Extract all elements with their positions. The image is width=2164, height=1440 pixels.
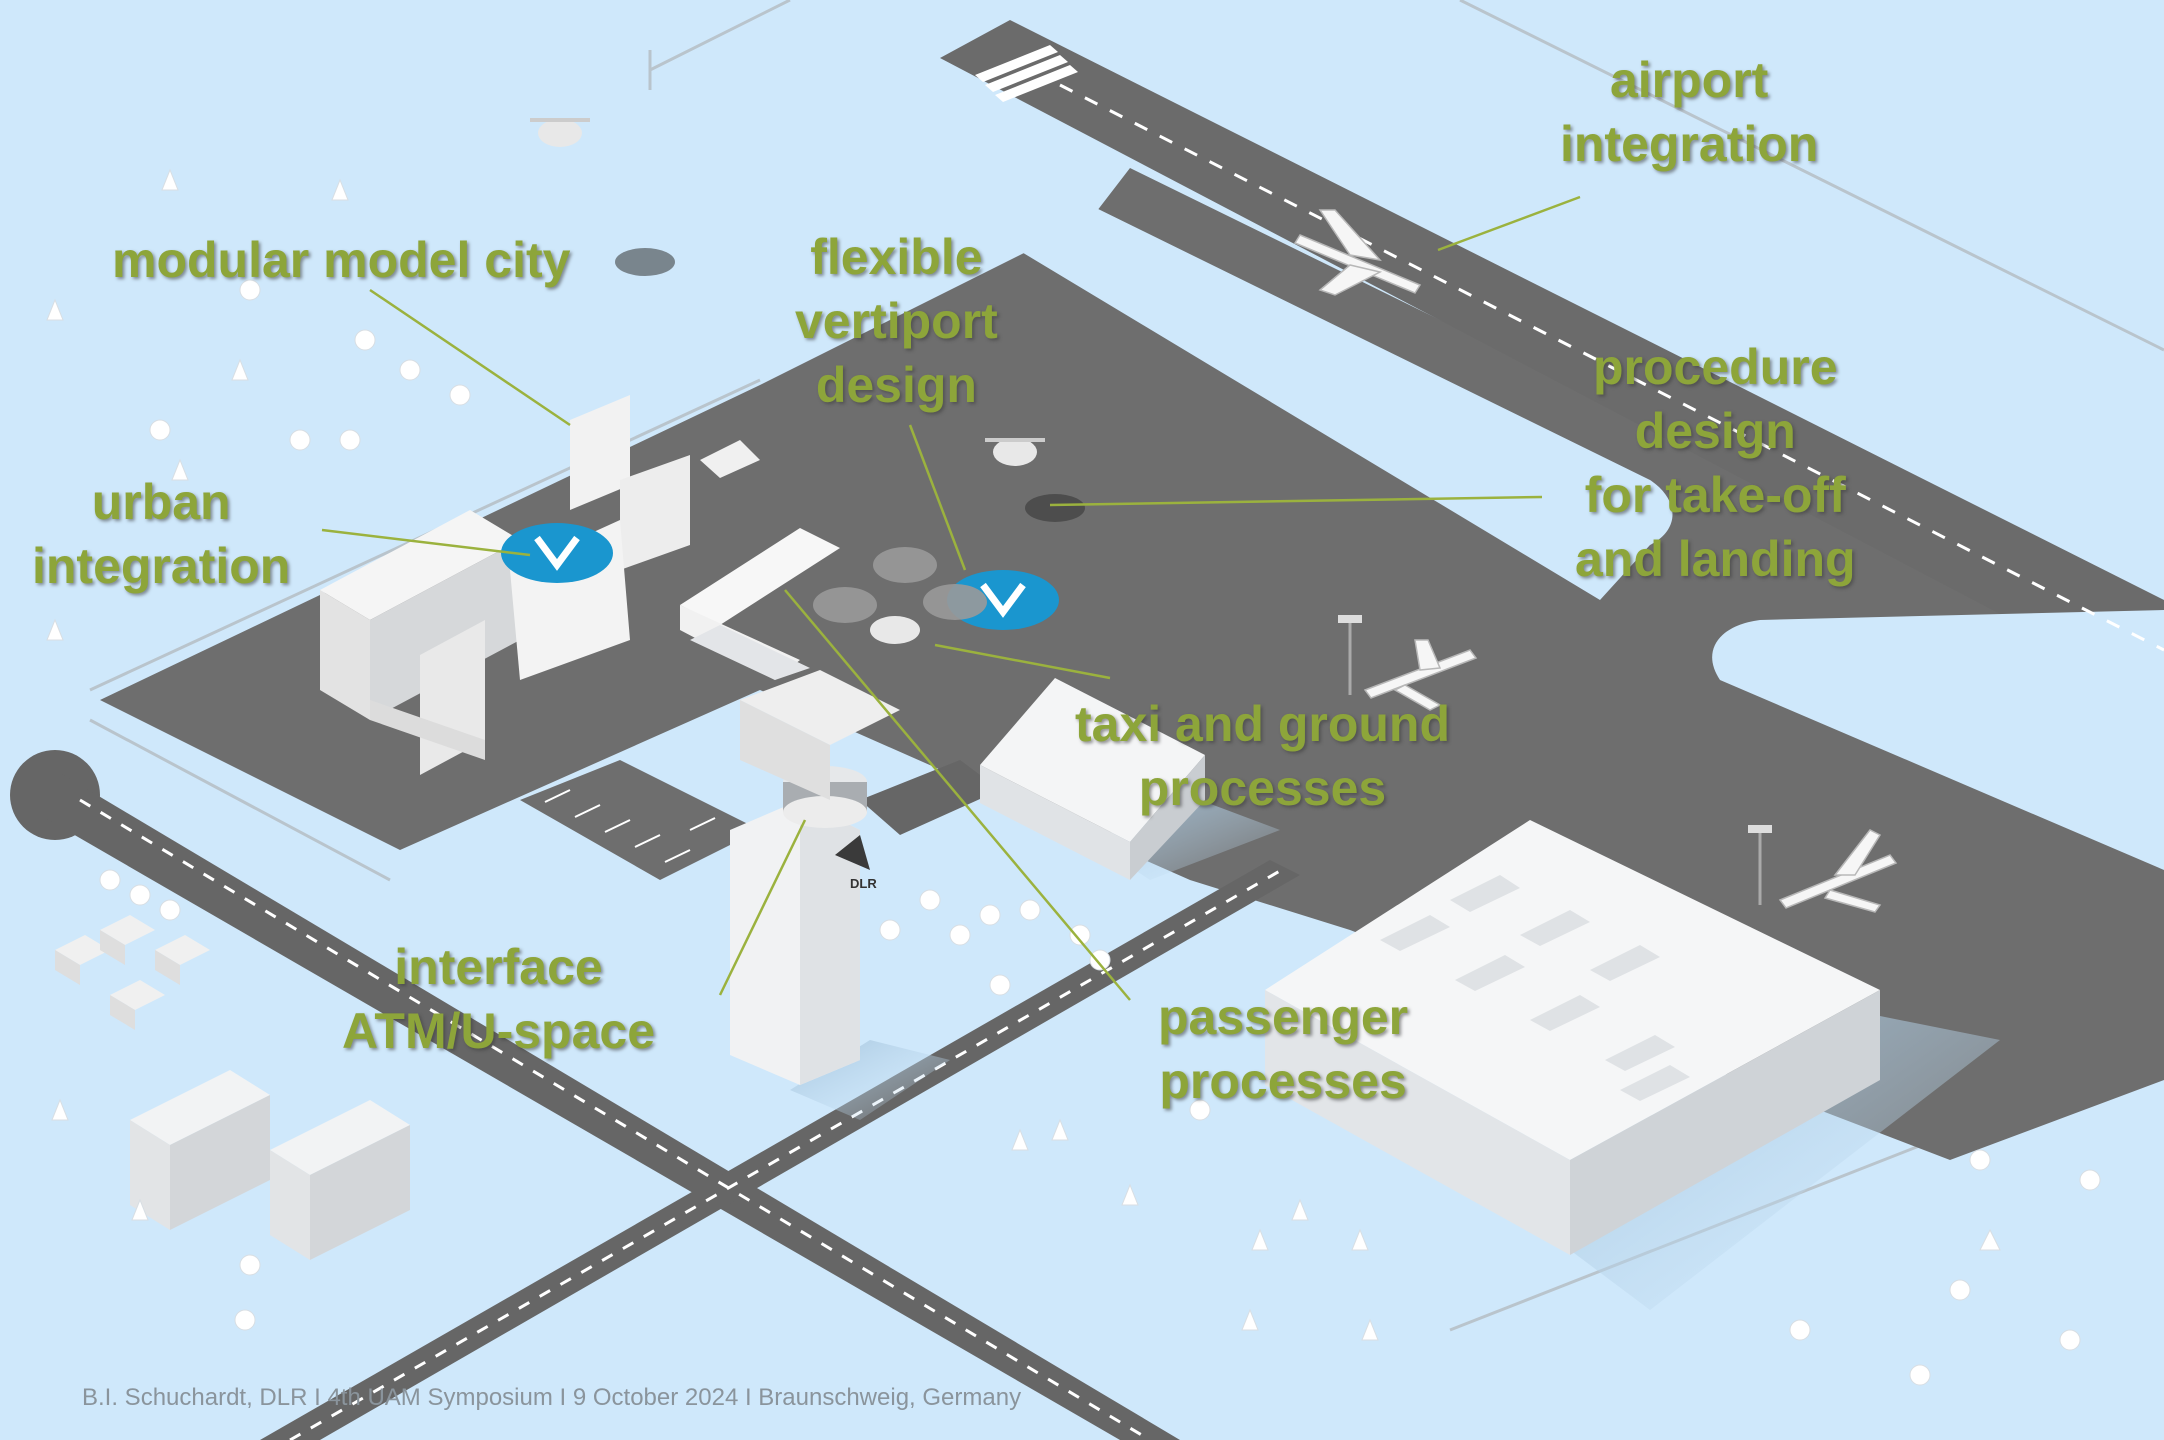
label-taxi-and-ground-processes: taxi and ground processes — [1075, 692, 1450, 820]
drone-icon — [870, 616, 920, 644]
label-urban-integration: urban integration — [32, 470, 290, 598]
label-line: processes — [1159, 1053, 1407, 1109]
runway-threshold — [975, 45, 1078, 102]
terminal-building — [1265, 820, 1880, 1255]
label-airport-integration: airport integration — [1560, 48, 1818, 176]
grass-island-east — [1712, 610, 2164, 870]
label-line: taxi and ground — [1075, 696, 1450, 752]
office-buildings — [130, 1070, 410, 1260]
label-line: design — [815, 357, 977, 413]
label-line: procedure — [1593, 339, 1838, 395]
hangar-building — [980, 678, 1205, 880]
label-line: vertiport — [795, 293, 998, 349]
airplane-icon — [1293, 209, 1422, 296]
house-icon — [55, 915, 210, 1030]
runway — [940, 20, 2164, 700]
footer-citation: B.I. Schuchardt, DLR I 4th UAM Symposium… — [82, 1384, 1022, 1411]
label-modular-model-city: modular model city — [112, 232, 571, 288]
label-procedure-design: procedure design for take-off and landin… — [1575, 335, 1856, 591]
runway-centerline — [1059, 83, 2164, 652]
dlr-logo-icon — [835, 835, 870, 870]
label-line: design — [1634, 403, 1796, 459]
label-passenger-processes: passenger processes — [1158, 985, 1408, 1113]
l-shaped-building — [680, 528, 840, 680]
parking-lot — [520, 760, 760, 880]
label-line: ATM/U-space — [342, 1003, 656, 1059]
vertiport-pad-icon — [501, 523, 613, 583]
label-line: flexible — [810, 229, 983, 285]
leader-lines — [321, 195, 1581, 1001]
label-line: processes — [1138, 760, 1387, 816]
airplane-icon — [1778, 829, 1898, 913]
label-line: passenger — [1158, 989, 1409, 1045]
label-line: airport — [1609, 52, 1769, 108]
label-line: integration — [1560, 116, 1819, 172]
road-network — [10, 750, 1300, 1440]
label-line: interface — [394, 939, 603, 995]
label-line: for take-off — [1584, 467, 1846, 523]
label-line: and landing — [1575, 531, 1856, 587]
drone-icon — [530, 118, 590, 147]
tower-logo-text: DLR — [850, 876, 877, 891]
drone-icon — [985, 438, 1045, 466]
tree-icon — [46, 168, 2101, 1386]
label-line: integration — [32, 538, 291, 594]
grass-island-north — [1010, 201, 1673, 601]
label-interface-atm-uspace: interface ATM/U-space — [342, 935, 655, 1063]
light-pole-icon — [1348, 620, 1762, 905]
airplane-icon — [1363, 639, 1478, 711]
label-line: urban — [91, 474, 231, 530]
label-flexible-vertiport-design: flexible vertiport design — [795, 225, 998, 417]
